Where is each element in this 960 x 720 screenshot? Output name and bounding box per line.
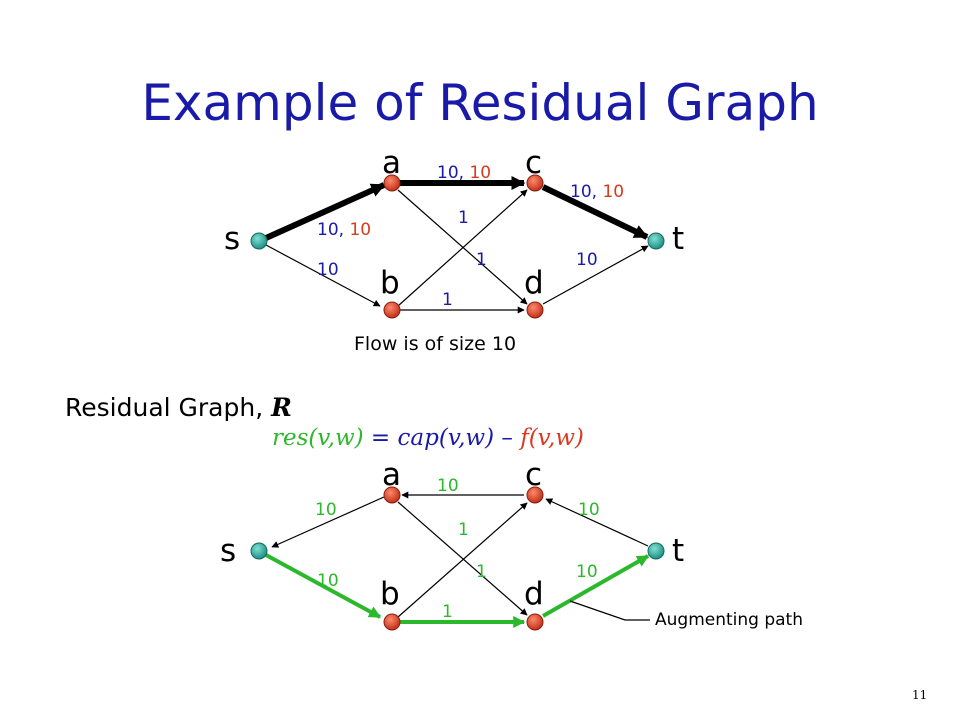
label-d-top: d bbox=[524, 265, 544, 301]
residual-label-b-c: 1 bbox=[476, 562, 487, 582]
bottom-graph-nodes bbox=[250, 486, 665, 631]
formula-minus: – bbox=[494, 425, 521, 451]
capacity-s-a: 10, bbox=[317, 220, 345, 240]
flow-s-a: 10 bbox=[349, 220, 372, 240]
edge-label-s-a: 10, 10 bbox=[317, 220, 371, 240]
page-title: Example of Residual Graph bbox=[141, 74, 819, 132]
node-d-bottom bbox=[526, 613, 544, 631]
node-c-bottom bbox=[526, 486, 544, 504]
residual-heading: Residual Graph, R bbox=[65, 393, 292, 422]
formula-cap: cap(v,w) bbox=[397, 425, 495, 451]
node-t-bottom bbox=[647, 542, 665, 560]
label-s-bottom: s bbox=[220, 533, 237, 569]
flow-c-t: 10 bbox=[602, 182, 625, 202]
top-graph-edges bbox=[264, 176, 649, 314]
residual-heading-text: Residual Graph, bbox=[65, 393, 264, 422]
residual-label-a-s: 10 bbox=[315, 500, 337, 520]
edge-s-b-aug bbox=[265, 553, 382, 619]
node-s-bottom bbox=[250, 542, 268, 560]
label-b-top: b bbox=[380, 265, 400, 301]
label-c-bottom: c bbox=[525, 457, 543, 493]
top-graph-nodes bbox=[250, 174, 665, 319]
residual-label-b-d: 1 bbox=[442, 602, 453, 622]
residual-label-s-b: 10 bbox=[317, 571, 339, 591]
node-s-top bbox=[250, 232, 268, 250]
bottom-graph-edges bbox=[265, 491, 650, 628]
node-d-top bbox=[526, 301, 544, 319]
label-t-bottom: t bbox=[672, 533, 685, 569]
label-b-bottom: b bbox=[380, 576, 400, 612]
capacity-c-t: 10, bbox=[570, 182, 598, 202]
label-t-top: t bbox=[672, 221, 685, 257]
label-c-top: c bbox=[525, 145, 543, 181]
flow-a-c: 10 bbox=[469, 163, 492, 183]
capacity-a-c: 10, bbox=[437, 163, 465, 183]
node-c-top bbox=[526, 174, 544, 192]
formula-res: res(v,w) bbox=[272, 425, 364, 451]
flow-caption: Flow is of size 10 bbox=[354, 333, 517, 355]
node-a-bottom bbox=[383, 486, 401, 504]
residual-symbol: R bbox=[271, 393, 292, 422]
edge-b-c-res bbox=[397, 502, 528, 618]
augmenting-path-annotation: Augmenting path bbox=[655, 610, 803, 630]
edge-label-a-d: 1 bbox=[458, 208, 469, 228]
edge-s-b bbox=[265, 244, 381, 307]
edge-label-c-t: 10, 10 bbox=[570, 182, 624, 202]
edge-a-d-res bbox=[397, 501, 528, 616]
node-t-top bbox=[647, 232, 665, 250]
node-b-top bbox=[383, 301, 401, 319]
formula-flow: f(v,w) bbox=[520, 425, 584, 451]
residual-label-a-d: 1 bbox=[458, 520, 469, 540]
residual-label-c-a: 10 bbox=[437, 476, 459, 496]
residual-formula: res(v,w) = cap(v,w) – f(v,w) bbox=[272, 425, 584, 451]
edge-label-s-b: 10 bbox=[317, 260, 339, 280]
edge-label-d-t: 10 bbox=[576, 250, 598, 270]
edge-a-d bbox=[397, 189, 528, 305]
label-a-bottom: a bbox=[382, 457, 401, 493]
annotation-pointer bbox=[569, 600, 650, 621]
node-a-top bbox=[383, 174, 401, 192]
edge-t-c bbox=[545, 498, 649, 547]
edge-s-a bbox=[264, 182, 386, 241]
residual-label-t-c: 10 bbox=[578, 500, 600, 520]
edge-a-s bbox=[271, 496, 385, 548]
label-s-top: s bbox=[224, 221, 241, 257]
edge-d-t bbox=[542, 245, 649, 305]
label-d-bottom: d bbox=[524, 576, 544, 612]
edge-label-b-c: 1 bbox=[476, 250, 487, 270]
edge-label-b-d: 1 bbox=[442, 290, 453, 310]
node-b-bottom bbox=[383, 613, 401, 631]
edge-b-c bbox=[397, 189, 528, 307]
edge-d-t-aug bbox=[542, 554, 650, 618]
page-number: 11 bbox=[912, 688, 928, 702]
edge-label-a-c: 10, 10 bbox=[437, 163, 491, 183]
label-a-top: a bbox=[382, 145, 401, 181]
formula-equals: = bbox=[363, 425, 398, 451]
residual-label-d-t: 10 bbox=[576, 562, 598, 582]
edge-c-t bbox=[541, 184, 649, 240]
